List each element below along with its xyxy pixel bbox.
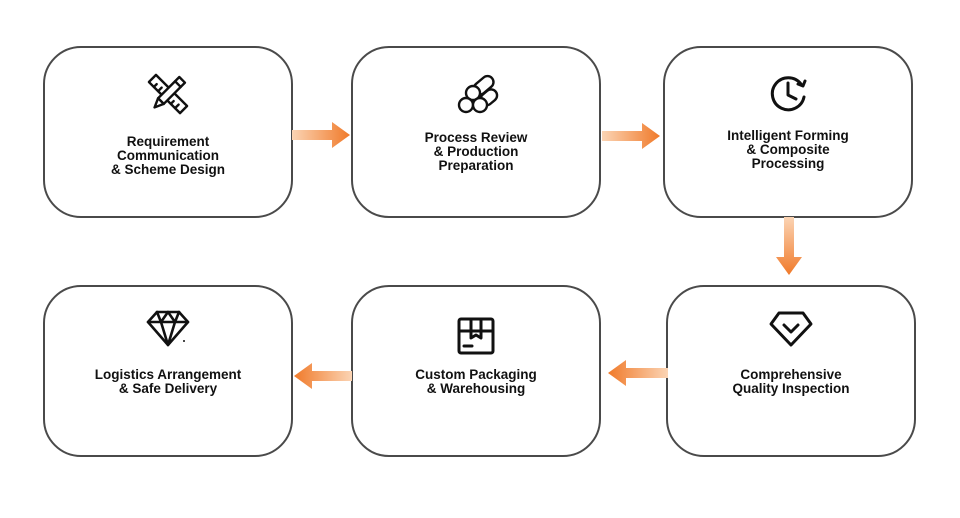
step-intelligent-forming: Intelligent Forming & Composite Processi… [663,46,913,218]
label-line: Requirement [126,134,210,149]
step-requirement-communication: Requirement Communication & Scheme Desig… [43,46,293,218]
step-label: Logistics Arrangement & Safe Delivery [51,368,285,396]
label-line: Process Review [424,130,528,145]
arrow-left-2 [294,363,352,389]
step-process-review: Process Review & Production Preparation [351,46,601,218]
label-line: & Production [433,144,519,159]
clock-cycle-icon [665,70,911,118]
label-line: Logistics Arrangement [94,367,242,382]
arrow-right-2 [602,123,660,149]
label-line: & Safe Delivery [118,381,218,396]
quality-shield-icon [668,305,914,353]
step-label: Comprehensive Quality Inspection [674,368,908,396]
material-rods-icon [353,70,599,118]
arrow-down-1 [776,217,802,275]
label-line: Intelligent Forming [727,128,849,143]
label-line: & Composite [746,142,830,157]
step-logistics-delivery: Logistics Arrangement & Safe Delivery [43,285,293,457]
pencil-ruler-icon [45,70,291,118]
arrow-right-1 [292,122,350,148]
step-label: Process Review & Production Preparation [359,131,593,173]
label-line: Processing [751,156,825,171]
label-line: & Scheme Design [110,162,226,177]
arrow-left-1 [608,360,668,386]
diamond-icon [45,303,291,351]
step-quality-inspection: Comprehensive Quality Inspection [666,285,916,457]
step-label: Requirement Communication & Scheme Desig… [51,135,285,177]
label-line: & Warehousing [426,381,526,396]
step-label: Intelligent Forming & Composite Processi… [671,129,905,171]
label-line: Communication [116,148,219,163]
label-line: Quality Inspection [732,381,850,396]
label-line: Comprehensive [740,367,842,382]
package-box-icon [353,311,599,359]
step-custom-packaging: Custom Packaging & Warehousing [351,285,601,457]
step-label: Custom Packaging & Warehousing [359,368,593,396]
label-line: Preparation [438,158,514,173]
label-line: Custom Packaging [415,367,537,382]
